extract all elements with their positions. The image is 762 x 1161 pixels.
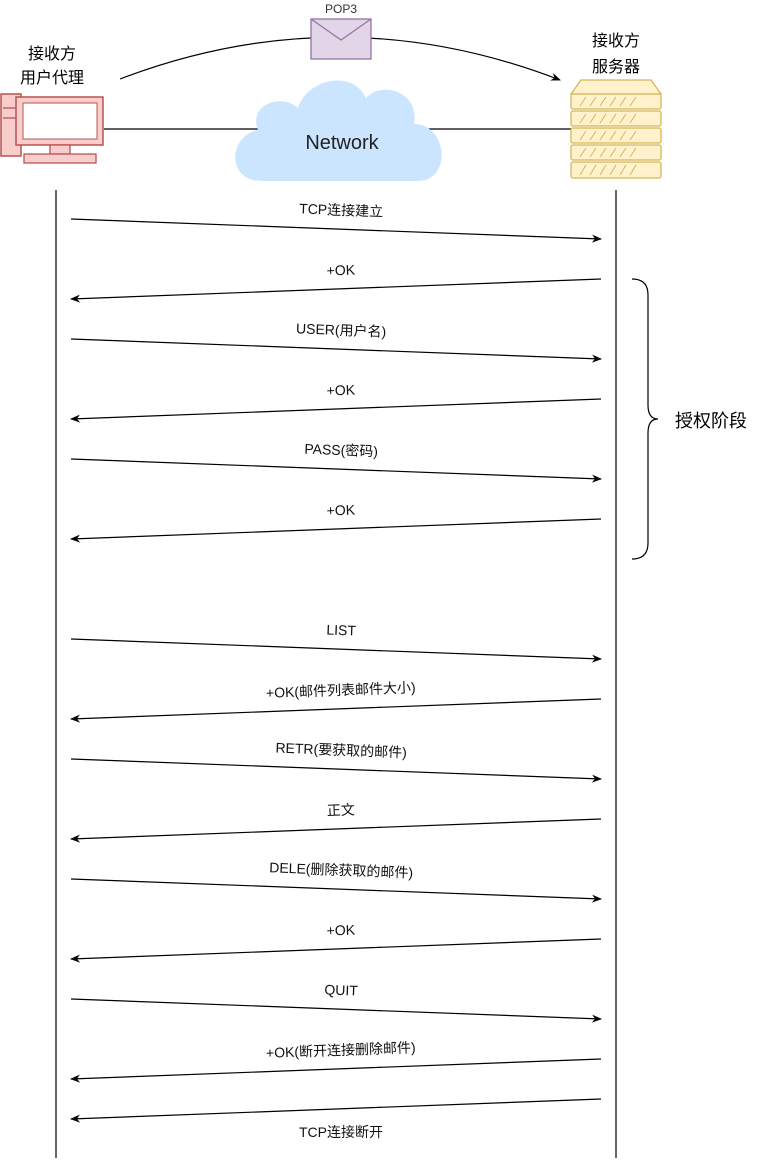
message-label-13: QUIT (324, 981, 358, 998)
message-label-14: +OK(断开连接删除邮件) (266, 1039, 416, 1061)
network-label: Network (305, 132, 379, 154)
message-arrow-13 (70, 998, 602, 1023)
message-label-4: +OK (326, 381, 356, 398)
message-arrow-5 (70, 458, 602, 483)
message-label-12: +OK (326, 921, 356, 938)
message-list: TCP连接建立 +OK USER(用户名) +OK PASS(密码) +OK LIST +OK… (70, 200, 602, 1140)
client-label-line1: 接收方 (28, 45, 76, 63)
protocol-label: POP3 (325, 2, 357, 16)
message-label-15: TCP连接断开 (299, 1124, 383, 1140)
message-arrow-15 (70, 1098, 602, 1123)
message-arrow-10 (70, 818, 602, 843)
message-label-9: RETR(要获取的邮件) (275, 740, 407, 761)
message-label-1: TCP连接建立 (299, 200, 384, 219)
desktop-computer-icon (0, 93, 104, 164)
message-arrow-3 (70, 338, 602, 363)
message-label-11: DELE(删除获取的邮件) (269, 859, 413, 880)
message-arrow-12 (70, 938, 602, 963)
cloud-icon (235, 80, 442, 181)
message-arrow-9 (70, 758, 602, 783)
message-arrow-7 (70, 638, 602, 663)
message-arrow-4 (70, 398, 602, 423)
phase-label: 授权阶段 (675, 411, 747, 431)
message-label-2: +OK (326, 261, 356, 278)
message-label-6: +OK (326, 501, 356, 518)
message-arrow-6 (70, 518, 602, 543)
message-label-5: PASS(密码) (304, 441, 378, 460)
message-label-7: LIST (326, 621, 357, 638)
message-label-3: USER(用户名) (296, 320, 387, 339)
message-arrow-14 (70, 1058, 602, 1083)
message-label-8: +OK(邮件列表邮件大小) (266, 679, 416, 701)
message-arrow-8 (70, 698, 602, 723)
client-label-line2: 用户代理 (20, 69, 84, 87)
server-label-line1: 接收方 (592, 32, 640, 50)
envelope-icon (310, 18, 372, 60)
message-arrow-2 (70, 278, 602, 303)
message-arrow-1 (70, 218, 602, 243)
message-label-10: 正文 (327, 801, 356, 818)
phase-brace (631, 278, 659, 560)
server-rack-icon (569, 79, 663, 179)
message-arrow-11 (70, 878, 602, 903)
server-label-line2: 服务器 (592, 58, 640, 76)
